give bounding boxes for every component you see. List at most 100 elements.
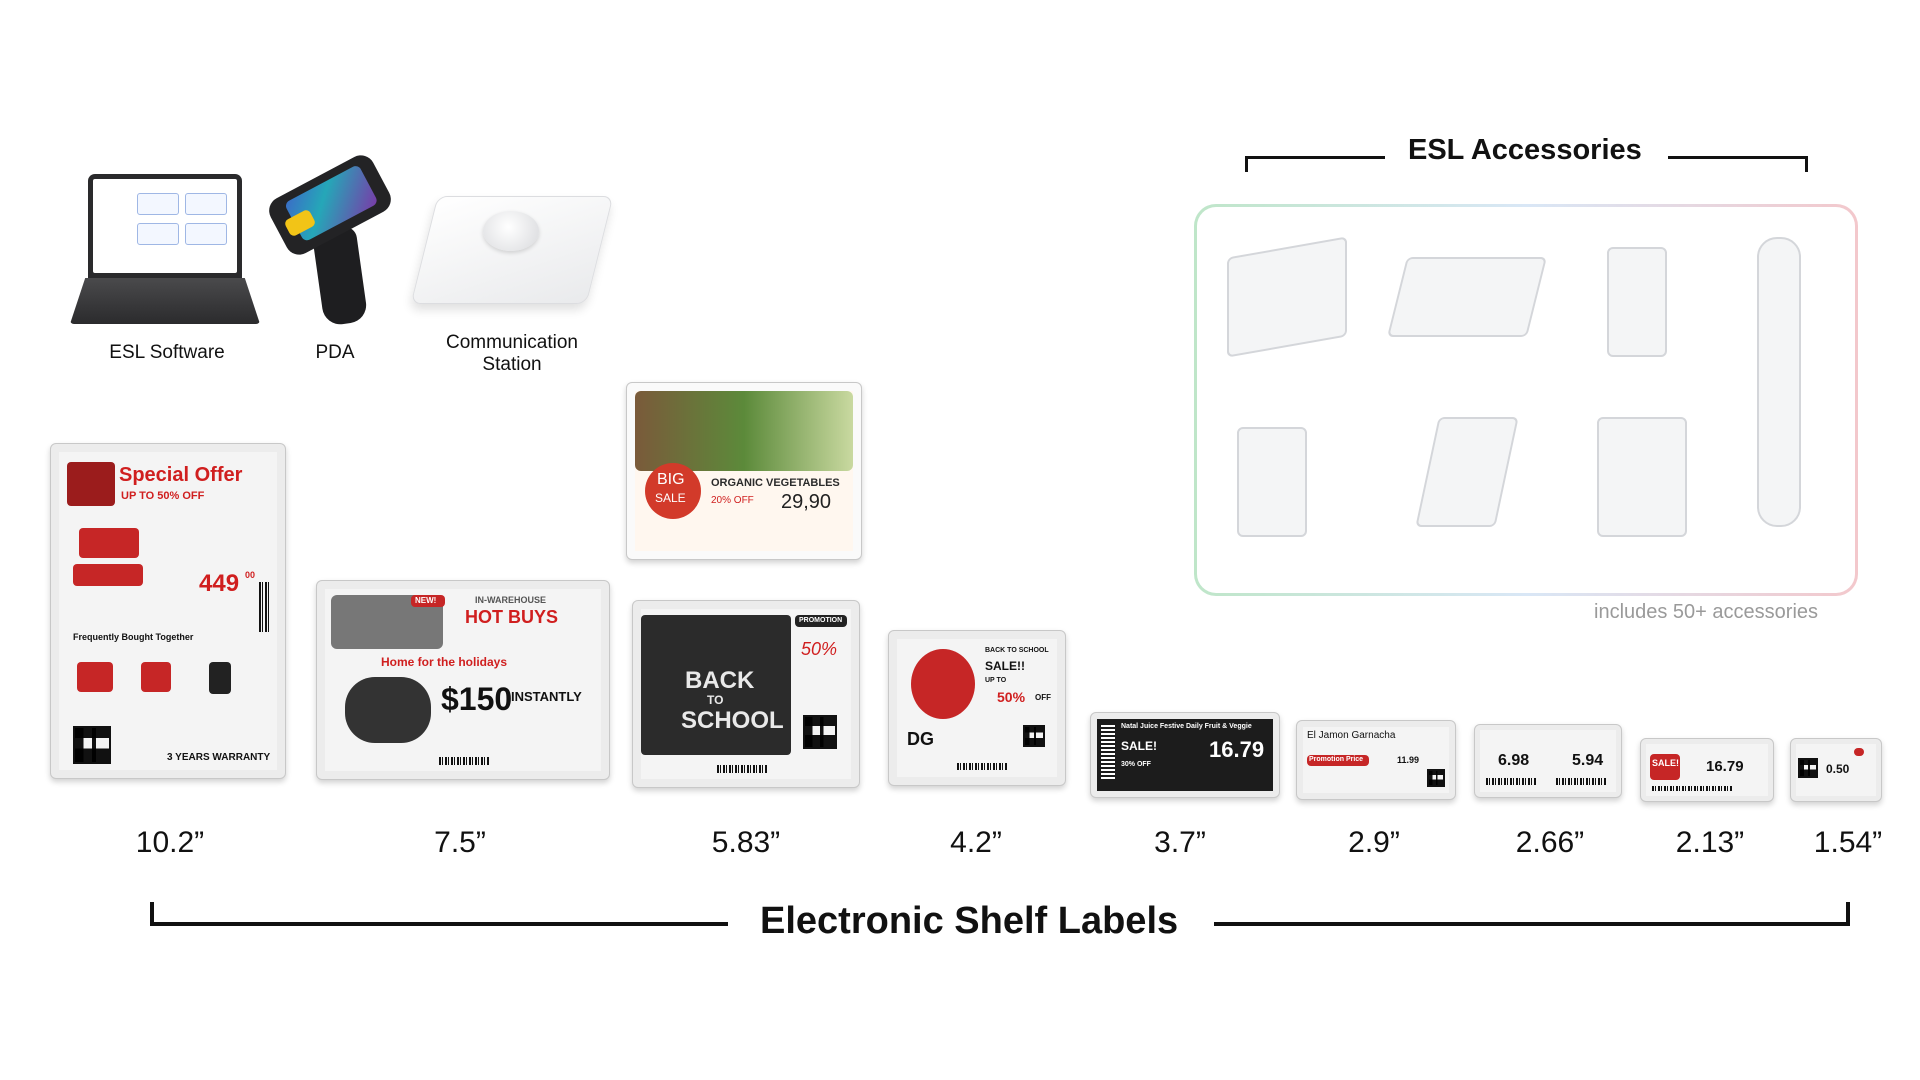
tire-image xyxy=(345,677,431,743)
school-image xyxy=(641,615,791,755)
size-label-5-83: 5.83” xyxy=(711,826,781,859)
accessories-title: ESL Accessories xyxy=(1408,134,1642,166)
screen-brand: DG xyxy=(907,729,934,749)
esl-2-9-inch: El Jamon Garnacha Promotion Price 11.99 xyxy=(1296,720,1456,800)
barcode xyxy=(1101,725,1115,781)
esl-4-2-inch: BACK TO SCHOOL SALE!! UP TO 50% OFF DG xyxy=(888,630,1066,786)
vegetables-image xyxy=(635,391,853,471)
screen-line3: UP TO xyxy=(985,677,1007,684)
barcode xyxy=(1556,778,1606,785)
esl-10-2-inch: Special Offer UP TO 50% OFF 449 00 Frequ… xyxy=(50,443,286,779)
software-card xyxy=(185,193,227,215)
shelf-labels-bracket-right-tick xyxy=(1846,902,1850,926)
accessories-bracket-left xyxy=(1245,156,1385,159)
screen-product: ORGANIC VEGETABLES xyxy=(711,477,840,489)
esl-2-13-inch: SALE! 16.79 xyxy=(1640,738,1774,802)
screen-section: Frequently Bought Together xyxy=(73,632,194,642)
promo-tag: PROMOTION xyxy=(799,617,843,624)
accessory-stand xyxy=(1227,236,1347,358)
qr-code xyxy=(1427,769,1445,787)
accessory-spike-pole xyxy=(1757,237,1801,527)
product-image xyxy=(79,528,139,558)
screen-price: 449 xyxy=(199,570,240,597)
laptop-base xyxy=(70,278,260,324)
product-image xyxy=(77,662,113,692)
shelf-labels-bracket-left-tick xyxy=(150,902,154,926)
esl-7-5-inch: NEW! IN-WAREHOUSE HOT BUYS Home for the … xyxy=(316,580,610,780)
promo-bar xyxy=(795,615,847,627)
accessories-note: includes 50+ accessories xyxy=(1594,601,1819,623)
size-label-3-7: 3.7” xyxy=(1154,826,1206,859)
esl-2-66-inch: 6.98 5.94 xyxy=(1474,724,1622,798)
shelf-labels-bracket-left xyxy=(150,922,728,926)
screen-off: 20% OFF xyxy=(711,495,754,506)
screen-cents: 00 xyxy=(245,570,256,580)
accessory-clip xyxy=(1607,247,1667,357)
size-label-4-2: 4.2” xyxy=(950,826,1002,859)
software-card xyxy=(137,223,179,245)
big-sale-badge xyxy=(645,463,701,519)
barcode xyxy=(259,582,269,632)
screen-price-2: 5.94 xyxy=(1572,752,1604,769)
barcode xyxy=(1652,786,1732,791)
screen-line3: SCHOOL xyxy=(681,707,784,734)
communication-station-caption: Communication Station xyxy=(432,332,592,376)
screen-price-1: 6.98 xyxy=(1498,752,1530,769)
barcode xyxy=(717,765,767,773)
screen-promo: Promotion Price xyxy=(1309,756,1364,763)
screen-price: 16.79 xyxy=(1706,758,1744,775)
badge-big: BIG xyxy=(657,471,685,488)
alarm-clock-image xyxy=(911,649,975,719)
screen-instantly: INSTANTLY xyxy=(511,689,582,704)
sale-badge xyxy=(1650,754,1680,780)
new-badge xyxy=(411,595,445,607)
brand-logo xyxy=(67,462,115,506)
station-caption-line1: Communication xyxy=(446,332,578,353)
screen-pct: 50% xyxy=(801,639,838,659)
size-label-7-5: 7.5” xyxy=(434,826,486,859)
esl-5-83-inch: BACK TO SCHOOL PROMOTION 50% xyxy=(632,600,860,788)
accessory-hook-clip xyxy=(1597,417,1687,537)
station-caption-line2: Station xyxy=(482,354,542,375)
station-dome xyxy=(483,211,539,251)
esl-software-caption: ESL Software xyxy=(109,342,225,363)
screen-line2: TO xyxy=(707,693,724,707)
screen-product: Natal Juice Festive Daily Fruit & Veggie xyxy=(1121,723,1252,730)
qr-code xyxy=(1798,758,1818,778)
screen-warehouse: IN-WAREHOUSE xyxy=(475,595,547,605)
product-image xyxy=(73,564,143,586)
esl-5-83-inch-color: BIG SALE ORGANIC VEGETABLES 20% OFF 29,9… xyxy=(626,382,862,560)
screen-subline: UP TO 50% OFF xyxy=(121,490,205,502)
screen-headline: Special Offer xyxy=(119,464,243,486)
screen-warranty: 3 YEARS WARRANTY xyxy=(167,752,271,763)
accessory-shelf-holder xyxy=(1387,257,1547,337)
laptop-software-image xyxy=(88,174,242,278)
barcode xyxy=(1486,778,1536,785)
esl-3-7-inch: Natal Juice Festive Daily Fruit & Veggie… xyxy=(1090,712,1280,798)
screen-price: 11.99 xyxy=(1397,755,1420,765)
esl-1-54-inch: 0.50 xyxy=(1790,738,1882,802)
accessories-bracket-left-tick xyxy=(1245,156,1248,172)
size-label-10-2: 10.2” xyxy=(135,826,205,859)
shelf-labels-bracket-right xyxy=(1214,922,1850,926)
promo-bar xyxy=(1307,755,1369,766)
accessories-bracket-right-tick xyxy=(1805,156,1808,172)
accessories-panel xyxy=(1194,204,1858,596)
product-image xyxy=(141,662,171,692)
screen-sale: SALE! xyxy=(1652,758,1679,768)
screen-product: El Jamon Garnacha xyxy=(1307,730,1396,741)
shelf-labels-title: Electronic Shelf Labels xyxy=(760,900,1179,942)
screen-sale: SALE! xyxy=(1121,739,1157,753)
barcode xyxy=(957,763,1007,770)
red-indicator xyxy=(1854,748,1864,756)
accessory-rotating-clip xyxy=(1415,417,1519,527)
size-label-2-66: 2.66” xyxy=(1515,826,1585,859)
new-badge-text: NEW! xyxy=(415,596,437,605)
screen-line1: BACK xyxy=(685,667,755,694)
screen-save: $150 xyxy=(441,681,513,717)
qr-code xyxy=(1023,725,1045,747)
qr-code xyxy=(73,726,111,764)
pda-caption: PDA xyxy=(315,342,355,363)
screen-headline: HOT BUYS xyxy=(465,607,559,627)
qr-code xyxy=(803,715,837,749)
